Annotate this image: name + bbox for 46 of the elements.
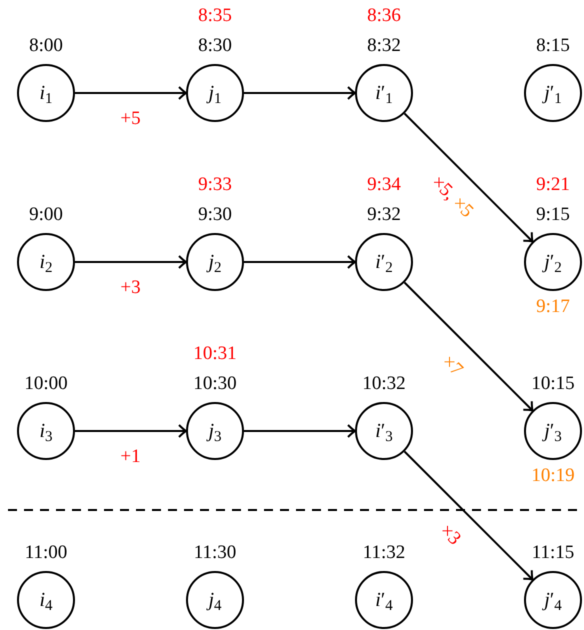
edge-label: ×7 — [438, 351, 466, 380]
node-label: j$_{2}$ — [208, 252, 222, 272]
time-label: 10:15 — [531, 374, 575, 393]
node-label: j$_{1}$ — [208, 83, 222, 103]
time-label: 9:32 — [367, 205, 401, 224]
time-label: 11:32 — [362, 543, 406, 562]
node-label: j′$_{4}$ — [544, 590, 562, 610]
time-label: 9:33 — [198, 175, 232, 194]
time-label: 9:15 — [536, 205, 570, 224]
time-label: 10:19 — [531, 466, 575, 485]
time-label: 8:35 — [198, 6, 232, 25]
edge-label: +1 — [120, 447, 141, 466]
node-label: i$_{4}$ — [39, 590, 53, 610]
time-label: 8:30 — [198, 36, 232, 55]
edge-label: +5 — [120, 109, 141, 128]
time-label: 9:21 — [536, 175, 570, 194]
node-label: i′$_{1}$ — [375, 83, 393, 103]
time-label: 8:32 — [367, 36, 401, 55]
node-label: i$_{3}$ — [39, 421, 53, 441]
time-label: 10:32 — [362, 374, 406, 393]
node-label: j′$_{3}$ — [544, 421, 562, 441]
time-label: 9:00 — [29, 205, 63, 224]
time-label: 8:15 — [536, 36, 570, 55]
node-label: j$_{4}$ — [208, 590, 222, 610]
node-label: i′$_{3}$ — [375, 421, 393, 441]
node-label: j′$_{2}$ — [544, 252, 562, 272]
time-label: 8:36 — [367, 6, 401, 25]
node-label: i′$_{4}$ — [375, 590, 393, 610]
edge-label: +3 — [120, 278, 141, 297]
time-label: 9:30 — [198, 205, 232, 224]
time-label: 11:15 — [532, 543, 574, 562]
time-label: 9:17 — [536, 297, 570, 316]
time-label: 10:30 — [193, 374, 237, 393]
time-label: 11:00 — [24, 543, 68, 562]
time-label: 11:30 — [194, 543, 236, 562]
node-label: j′$_{1}$ — [544, 83, 562, 103]
node-label: i$_{1}$ — [39, 83, 53, 103]
node-label: i$_{2}$ — [39, 252, 53, 272]
time-label: 9:34 — [367, 175, 401, 194]
time-label: 10:31 — [193, 344, 237, 363]
node-label: i′$_{2}$ — [375, 252, 393, 272]
time-label: 10:00 — [24, 374, 68, 393]
edge-label: ×3 — [436, 520, 464, 548]
edge-label: ×5, ×5 — [427, 172, 476, 221]
time-label: 8:00 — [29, 36, 63, 55]
node-label: j$_{3}$ — [208, 421, 222, 441]
